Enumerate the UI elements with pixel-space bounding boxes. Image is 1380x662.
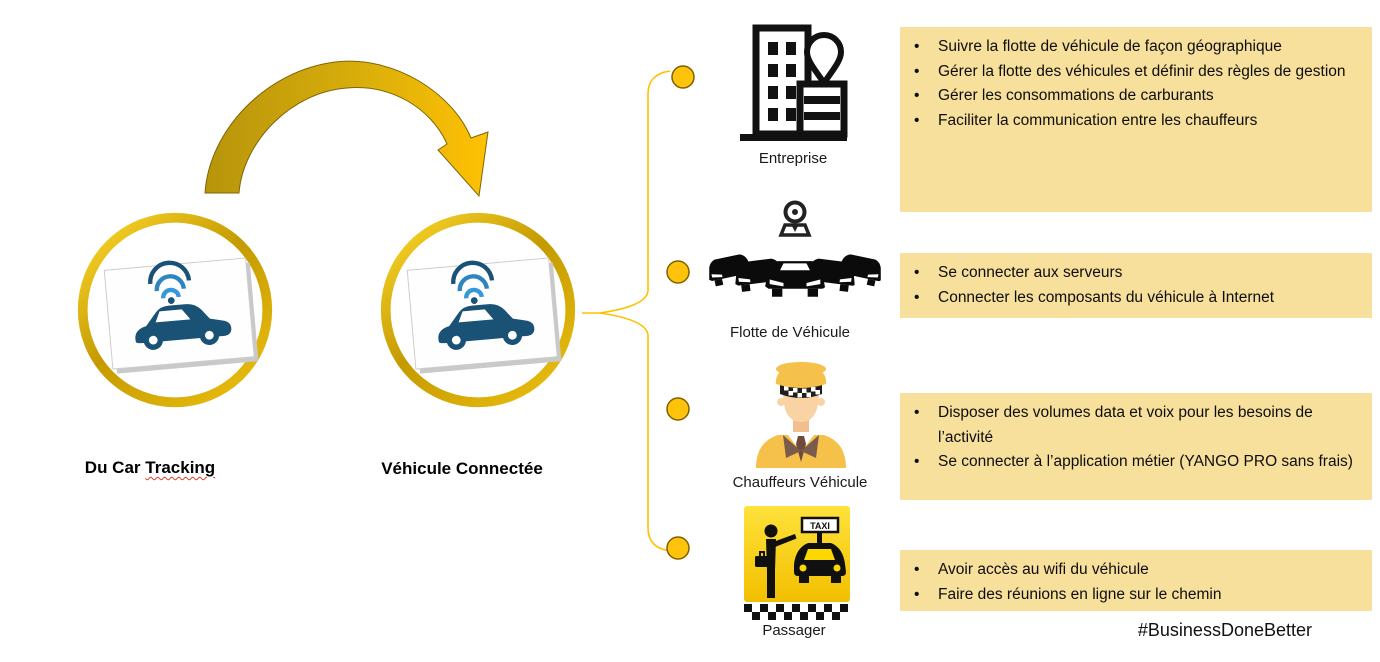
curved-transformation-arrow [204, 60, 489, 198]
need-item: • Disposer des volumes data et voix pour… [914, 401, 1354, 450]
need-item: • Connecter les composants du véhicule à… [914, 286, 1354, 311]
need-item: • Gérer les consommations de carburants [914, 84, 1354, 109]
connected-car-graphic [135, 260, 232, 350]
bullet-glyph: • [914, 62, 920, 80]
to-state-label: Véhicule Connectée [381, 459, 543, 478]
car-tracking-medallion [77, 212, 273, 408]
building-location-icon [740, 24, 848, 141]
bullet-glyph: • [914, 288, 920, 306]
taxi-driver-icon [756, 362, 846, 468]
bullet-glyph: • [914, 264, 920, 281]
connected-car-graphic [438, 260, 535, 350]
need-item: • Suivre la flotte de véhicule de façon … [914, 35, 1354, 60]
needs-panel-entreprise: • Suivre la flotte de véhicule de façon … [900, 27, 1372, 212]
bullet-glyph: • [914, 453, 920, 470]
from-state-label: Du Car Tracking [50, 458, 250, 478]
caption-entreprise: Entreprise [758, 150, 828, 167]
need-item: • Faire des réunions en ligne sur le che… [914, 583, 1354, 608]
need-item: • Se connecter aux serveurs [914, 261, 1354, 286]
need-item: • Gérer la flotte des véhicules et défin… [914, 60, 1354, 85]
needs-panel-flotte: • Se connecter aux serveurs • Connecter … [900, 253, 1372, 318]
caption-flotte: Flotte de Véhicule [729, 324, 851, 341]
bullet-glyph: • [914, 585, 920, 603]
caption-passager: Passager [762, 622, 826, 639]
taxi-sign-text: TAXI [810, 521, 830, 531]
from-state-spellchecked-word: Tracking [145, 458, 216, 477]
from-state-text: Du Car [84, 458, 141, 477]
car-fleet-pin-icon [709, 200, 881, 297]
needs-panel-chauffeurs: • Disposer des volumes data et voix pour… [900, 393, 1372, 500]
taxi-car-silhouette: TAXI [794, 516, 846, 583]
hashtag-business-done-better: #BusinessDoneBetter [1137, 620, 1312, 640]
connector-dot-chauffeurs [666, 397, 690, 421]
brace-connector [582, 65, 695, 560]
connected-vehicle-medallion [380, 212, 576, 408]
bullet-glyph: • [914, 404, 920, 421]
connector-dot-flotte [666, 260, 690, 284]
bullet-glyph: • [914, 38, 920, 55]
need-item: • Se connecter à l’application métier (Y… [914, 450, 1354, 475]
need-item: • Faciliter la communication entre les c… [914, 109, 1354, 134]
taxi-hail-icon: TAXI [744, 506, 850, 620]
checker-strip [744, 604, 850, 620]
caption-chauffeurs: Chauffeurs Véhicule [732, 474, 868, 491]
bullet-glyph: • [914, 561, 920, 578]
connector-dot-entreprise [671, 65, 695, 89]
needs-panel-passager: • Avoir accès au wifi du véhicule • Fair… [900, 550, 1372, 611]
bullet-glyph: • [914, 87, 920, 104]
hailing-person-silhouette [755, 524, 797, 598]
connector-dot-passager [666, 536, 690, 560]
need-item: • Avoir accès au wifi du véhicule [914, 558, 1354, 583]
bullet-glyph: • [914, 111, 920, 129]
